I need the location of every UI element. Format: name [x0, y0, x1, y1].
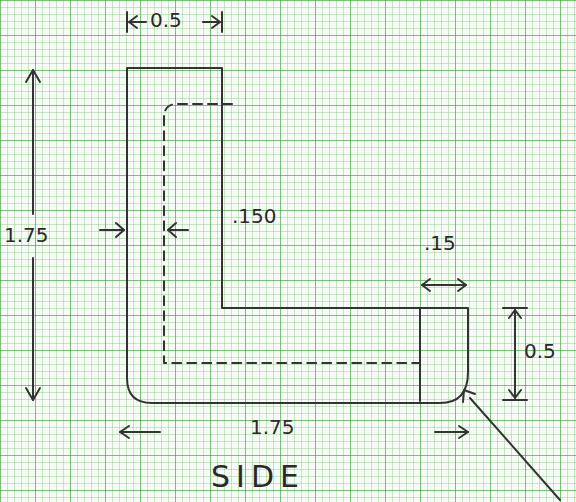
view-caption: SIDE	[211, 460, 305, 493]
leader-line	[470, 398, 560, 500]
dimension-line	[32, 258, 34, 400]
dimension-line	[32, 70, 34, 214]
dimension-label: 1.75	[4, 224, 49, 246]
dimension-label: .15	[424, 232, 456, 254]
dimension-label: 0.5	[524, 340, 556, 362]
dimension-label: 1.75	[250, 416, 295, 438]
dimension-label: 0.5	[150, 9, 182, 31]
hidden-line	[164, 104, 420, 363]
part-edge	[419, 308, 421, 401]
part-outline	[127, 68, 468, 403]
dimension-label: .150	[232, 205, 277, 227]
